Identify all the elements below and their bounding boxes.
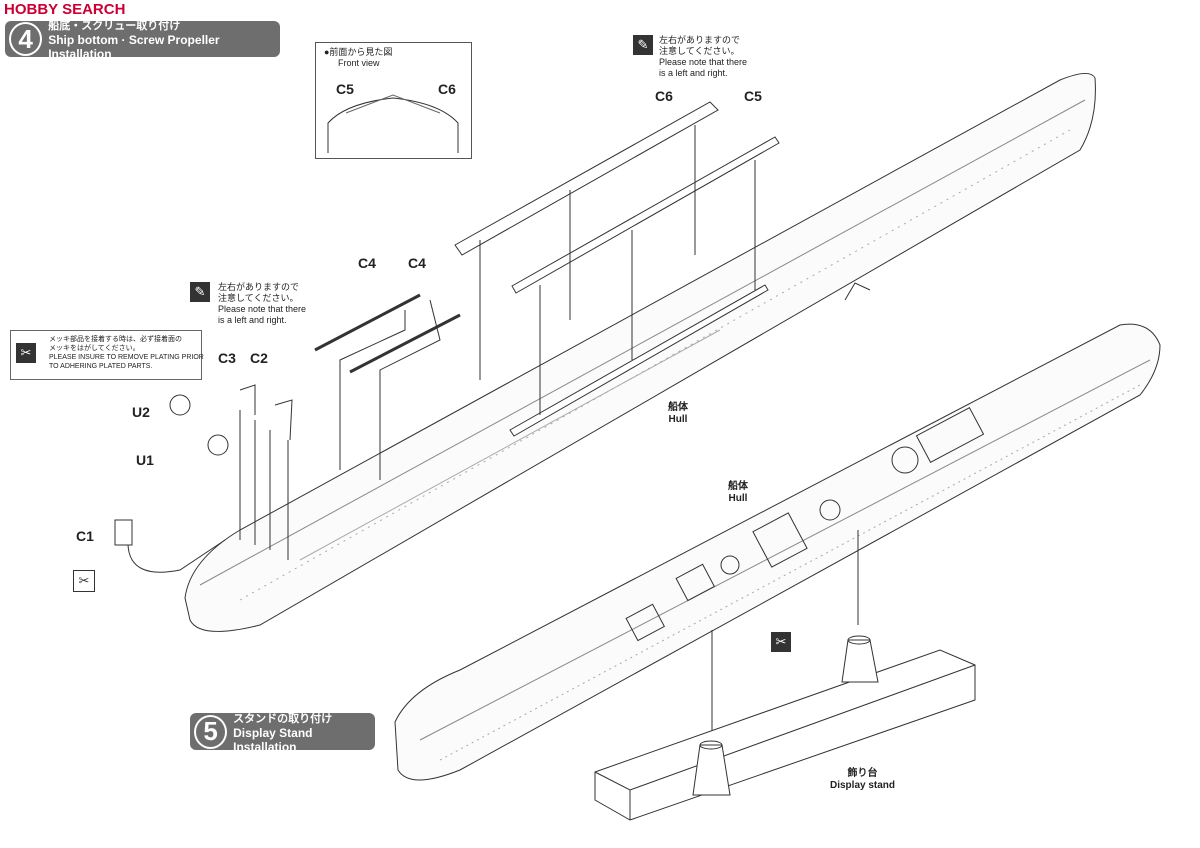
hull-bottom-drawing	[184, 73, 1096, 632]
step-number: 4	[9, 22, 43, 56]
part-c6	[454, 101, 719, 256]
note-text: Please note that there	[218, 304, 307, 314]
step-title-en: Display Stand Installation	[233, 725, 313, 754]
part-label-c2: C2	[250, 350, 268, 366]
part-label-u1: U1	[136, 452, 154, 468]
remove-plating-icon: ✂	[771, 632, 791, 652]
caution-icon: ✎	[633, 35, 653, 55]
part-label-u2: U2	[132, 404, 150, 420]
part-c5	[511, 136, 780, 294]
watermark: HOBBY SEARCH	[4, 1, 126, 18]
note-text: メッキをはがしてください。	[49, 345, 140, 352]
hull-label-jp: 船体	[668, 402, 688, 413]
stand-label-jp: 飾り台	[847, 768, 878, 779]
step-4-header: 4 船底・スクリュー取り付け Ship bottom · Screw Prope…	[5, 20, 280, 61]
hull-label: 船体 Hull	[728, 481, 748, 505]
note-text: Please note that there	[659, 57, 748, 67]
note-text: 注意してください。	[218, 293, 299, 303]
step-title-en: Ship bottom · Screw Propeller Installati…	[48, 33, 220, 61]
part-label-c6: C6	[655, 88, 673, 104]
left-right-note-shafts: ✎ 左右がありますので 注意してください。 Please note that t…	[190, 282, 306, 325]
step-title-jp: 船底・スクリュー取り付け	[48, 20, 181, 32]
front-view-title-jp: ●前面から見た図	[324, 47, 393, 57]
part-label-c3: C3	[218, 350, 236, 366]
note-text: TO ADHERING PLATED PARTS.	[49, 363, 153, 370]
note-text: PLEASE INSURE TO REMOVE PLATING PRIOR	[49, 354, 204, 361]
hull-label-en: Hull	[728, 493, 748, 504]
front-view-box: ●前面から見た図 Front view C5 C6	[315, 42, 472, 159]
note-text: 左右がありますので	[659, 35, 741, 45]
caution-icon: ✎	[190, 282, 210, 302]
front-view-label-right: C6	[438, 81, 456, 97]
part-label-c1: C1	[76, 528, 94, 544]
front-view-title-en: Front view	[338, 58, 380, 68]
note-text: メッキ部品を接着する時は、必ず接着面の	[49, 336, 182, 343]
part-label-c4: C4	[408, 255, 426, 271]
hull-label-en: Hull	[668, 414, 688, 425]
front-view-label-left: C5	[336, 81, 354, 97]
note-text: 注意してください。	[659, 46, 740, 56]
left-right-note-top: ✎ 左右がありますので 注意してください。 Please note that t…	[633, 35, 747, 78]
remove-plating-icon: ✂	[16, 343, 36, 363]
part-label-c4: C4	[358, 255, 376, 271]
stand-label: 飾り台 Display stand	[830, 768, 895, 792]
note-text: is a left and right.	[218, 315, 287, 325]
note-text: is a left and right.	[659, 68, 728, 78]
stand-label-en: Display stand	[830, 780, 896, 791]
hull-label-jp: 船体	[728, 481, 748, 492]
hull-deck-drawing	[394, 323, 1161, 781]
step-number: 5	[194, 714, 228, 749]
hull-label: 船体 Hull	[668, 402, 688, 426]
note-text: 左右がありますので	[218, 282, 300, 292]
remove-plating-icon: ✂	[73, 570, 95, 592]
part-label-c5: C5	[744, 88, 762, 104]
step-5-header: 5 スタンドの取り付け Display Stand Installation	[190, 712, 375, 754]
plating-note-box: ✂ メッキ部品を接着する時は、必ず接着面の メッキをはがしてください。 PLEA…	[10, 330, 204, 380]
display-stand-drawing	[594, 635, 976, 821]
step-title-jp: スタンドの取り付け	[233, 712, 333, 725]
